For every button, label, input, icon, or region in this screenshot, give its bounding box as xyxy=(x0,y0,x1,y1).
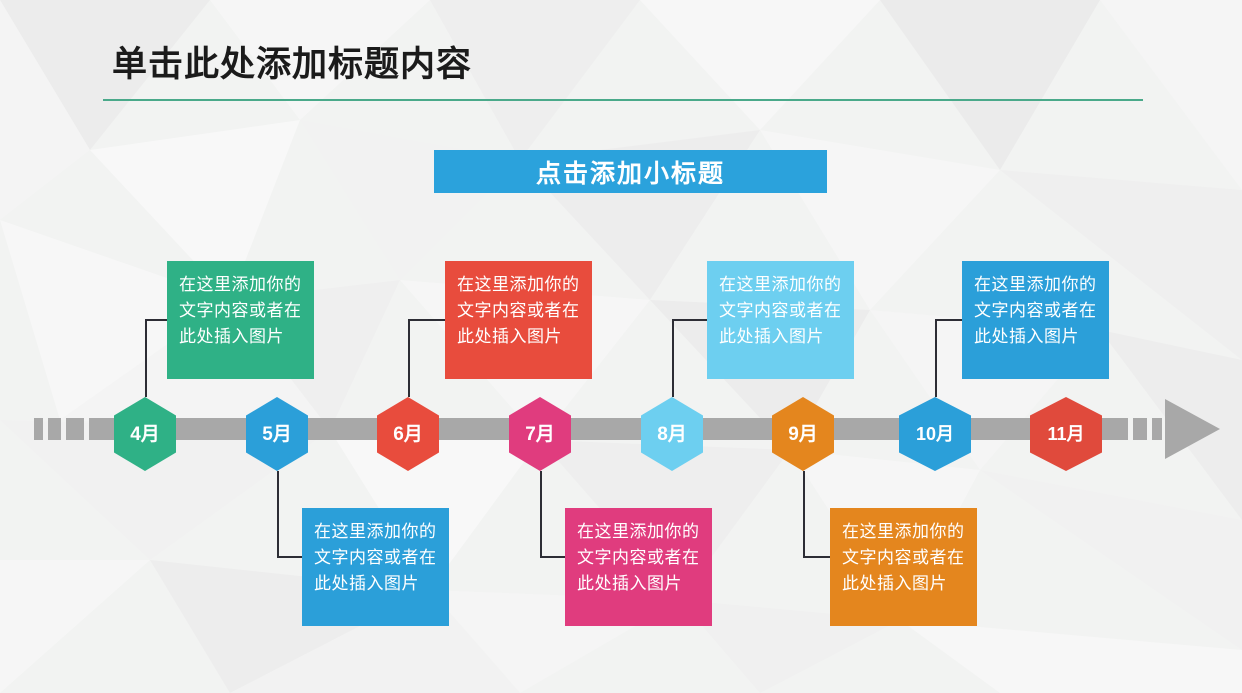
connector-horizontal-10月 xyxy=(935,319,962,321)
content-box-6月[interactable]: 在这里添加你的文字内容或者在此处插入图片 xyxy=(445,261,592,379)
timeline-bar xyxy=(115,418,1115,440)
connector-horizontal-6月 xyxy=(408,319,445,321)
milestone-label: 9月 xyxy=(788,423,818,445)
connector-horizontal-9月 xyxy=(803,556,830,558)
timeline-dash-left-2 xyxy=(66,418,84,440)
content-box-10月[interactable]: 在这里添加你的文字内容或者在此处插入图片 xyxy=(962,261,1109,379)
content-box-8月[interactable]: 在这里添加你的文字内容或者在此处插入图片 xyxy=(707,261,854,379)
content-box-text: 在这里添加你的文字内容或者在此处插入图片 xyxy=(314,522,437,593)
milestone-label: 7月 xyxy=(525,423,555,445)
content-box-text: 在这里添加你的文字内容或者在此处插入图片 xyxy=(842,522,965,593)
connector-vertical-8月 xyxy=(672,319,674,397)
content-box-7月[interactable]: 在这里添加你的文字内容或者在此处插入图片 xyxy=(565,508,712,626)
title-underline-rule xyxy=(103,99,1143,101)
timeline-dash-right-1 xyxy=(1133,418,1147,440)
connector-vertical-10月 xyxy=(935,319,937,397)
milestone-hexagon-9月[interactable]: 9月 xyxy=(772,397,834,471)
connector-vertical-4月 xyxy=(145,319,147,397)
connector-vertical-7月 xyxy=(540,471,542,556)
connector-horizontal-4月 xyxy=(145,319,167,321)
content-box-text: 在这里添加你的文字内容或者在此处插入图片 xyxy=(974,275,1097,346)
content-box-5月[interactable]: 在这里添加你的文字内容或者在此处插入图片 xyxy=(302,508,449,626)
milestone-label: 8月 xyxy=(657,423,687,445)
content-box-text: 在这里添加你的文字内容或者在此处插入图片 xyxy=(457,275,580,346)
content-box-text: 在这里添加你的文字内容或者在此处插入图片 xyxy=(719,275,842,346)
timeline-dash-left-1 xyxy=(48,418,61,440)
connector-vertical-9月 xyxy=(803,471,805,556)
timeline-dash-left-0 xyxy=(34,418,43,440)
subtitle-banner-label: 点击添加小标题 xyxy=(535,159,725,188)
timeline-dash-left-3 xyxy=(89,418,115,440)
milestone-hexagon-10月[interactable]: 10月 xyxy=(899,397,971,471)
milestone-hexagon-5月[interactable]: 5月 xyxy=(246,397,308,471)
milestone-hexagon-4月[interactable]: 4月 xyxy=(114,397,176,471)
connector-horizontal-5月 xyxy=(277,556,302,558)
milestone-hexagon-11月[interactable]: 11月 xyxy=(1030,397,1102,471)
connector-vertical-6月 xyxy=(408,319,410,397)
milestone-label: 11月 xyxy=(1047,424,1085,444)
content-box-text: 在这里添加你的文字内容或者在此处插入图片 xyxy=(577,522,700,593)
subtitle-banner[interactable]: 点击添加小标题 xyxy=(434,150,827,193)
timeline-dash-right-2 xyxy=(1152,418,1162,440)
milestone-label: 4月 xyxy=(130,423,160,445)
milestone-hexagon-6月[interactable]: 6月 xyxy=(377,397,439,471)
content-box-text: 在这里添加你的文字内容或者在此处插入图片 xyxy=(179,275,302,346)
page-title: 单击此处添加标题内容 xyxy=(112,45,473,84)
connector-horizontal-7月 xyxy=(540,556,565,558)
milestone-hexagon-8月[interactable]: 8月 xyxy=(641,397,703,471)
timeline-dash-right-0 xyxy=(1108,418,1128,440)
connector-vertical-5月 xyxy=(277,471,279,556)
milestone-label: 10月 xyxy=(915,424,955,444)
milestone-hexagon-7月[interactable]: 7月 xyxy=(509,397,571,471)
connector-horizontal-8月 xyxy=(672,319,707,321)
content-box-4月[interactable]: 在这里添加你的文字内容或者在此处插入图片 xyxy=(167,261,314,379)
arrow-right-icon xyxy=(1165,399,1220,459)
milestone-label: 5月 xyxy=(262,423,292,445)
content-box-9月[interactable]: 在这里添加你的文字内容或者在此处插入图片 xyxy=(830,508,977,626)
milestone-label: 6月 xyxy=(393,423,423,445)
